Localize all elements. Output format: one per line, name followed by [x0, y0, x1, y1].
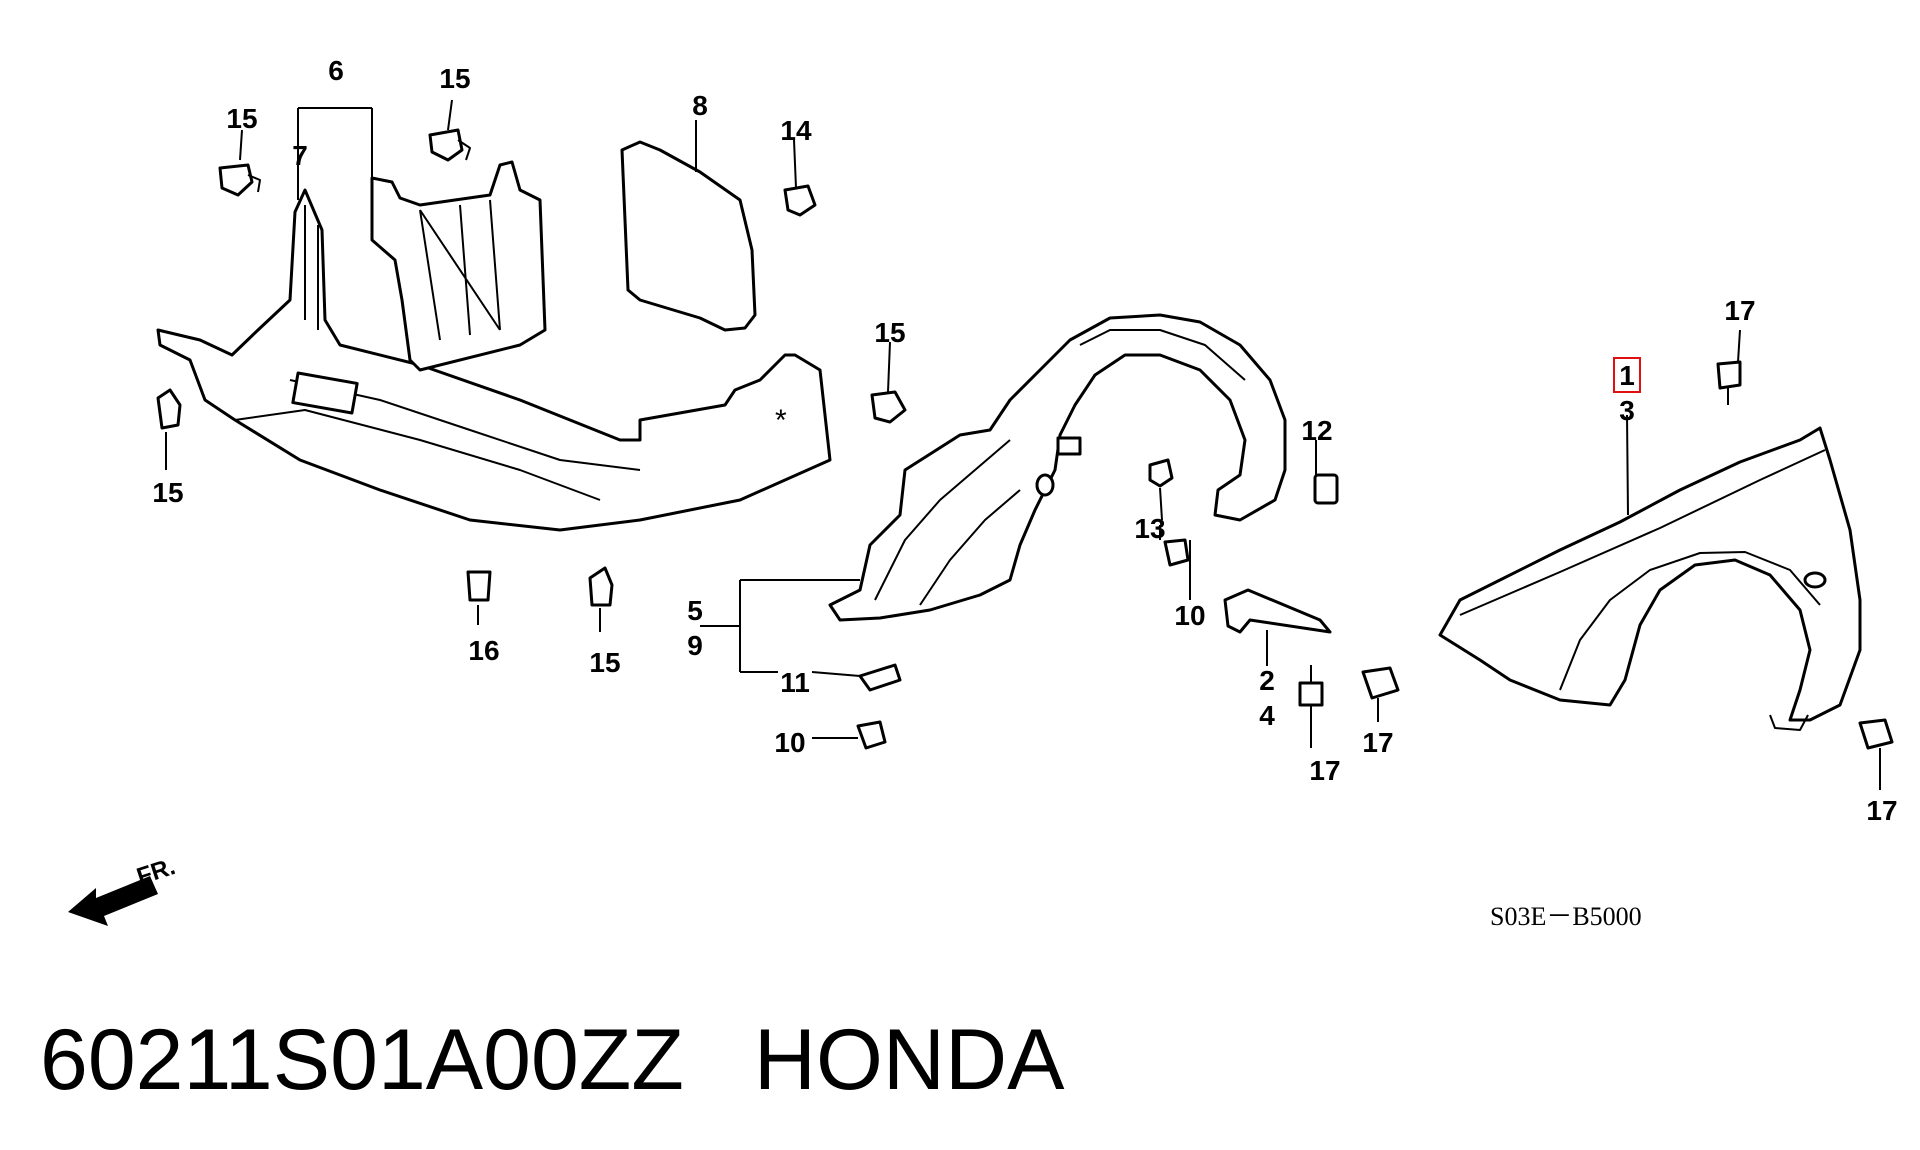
screw-16 [466, 570, 492, 602]
callout-9[interactable]: 9 [687, 630, 703, 661]
under-cover-part: * [156, 188, 832, 532]
clip-15-d [588, 566, 614, 607]
clip-15-a [218, 163, 261, 197]
clip-14 [783, 184, 817, 217]
screw-10-a [1163, 538, 1190, 567]
diagram-code: S03E－B5000 [1490, 902, 1642, 931]
callout-15-top[interactable]: 15 [439, 63, 470, 94]
callout-15-bottom[interactable]: 15 [589, 647, 620, 678]
callout-14[interactable]: 14 [780, 115, 812, 146]
splash-shield-part [370, 160, 547, 372]
bolt-17-c [1298, 665, 1324, 707]
callout-10-right[interactable]: 10 [1174, 600, 1205, 631]
callout-labels: 1 3 6 7 15 15 8 14 15 15 16 15 5 9 11 10… [152, 55, 1897, 826]
callout-6[interactable]: 6 [328, 55, 344, 86]
front-direction-label: FR. [134, 853, 179, 891]
callout-17-right[interactable]: 17 [1866, 795, 1897, 826]
bolt-17-b [1361, 666, 1400, 700]
bolt-17-d [1858, 718, 1894, 750]
callout-13[interactable]: 13 [1134, 513, 1165, 544]
clip-15-c [156, 388, 182, 430]
clip-part-12 [1313, 473, 1339, 505]
svg-text:*: * [775, 404, 787, 437]
callout-10-bottom[interactable]: 10 [774, 727, 805, 758]
leader-lines [165, 99, 1881, 790]
callout-7[interactable]: 7 [292, 140, 308, 171]
fender-liner-part [828, 313, 1287, 622]
callout-15-center[interactable]: 15 [874, 317, 905, 348]
callout-4[interactable]: 4 [1259, 700, 1275, 731]
callout-8[interactable]: 8 [692, 90, 708, 121]
cover-plate-part [620, 140, 757, 332]
part-number: 60211S01A00ZZ [40, 1012, 684, 1108]
bracket-part [1223, 588, 1332, 634]
front-direction-arrow: FR. [68, 853, 179, 926]
callout-16[interactable]: 16 [468, 635, 499, 666]
footer: 60211S01A00ZZ HONDA [40, 1010, 1064, 1110]
callout-17-top[interactable]: 17 [1724, 295, 1755, 326]
callout-5[interactable]: 5 [687, 595, 703, 626]
callout-2[interactable]: 2 [1259, 665, 1275, 696]
callout-3[interactable]: 3 [1619, 395, 1635, 426]
front-fender-part [1438, 426, 1862, 731]
brand-name: HONDA [753, 1012, 1065, 1108]
clip-15-e [870, 390, 907, 424]
callout-1[interactable]: 1 [1619, 360, 1635, 391]
callout-17-low[interactable]: 17 [1309, 755, 1340, 786]
callout-15-left[interactable]: 15 [152, 477, 183, 508]
bolt-17-a [1716, 360, 1742, 405]
nut-part-11 [858, 663, 902, 692]
clip-13 [1148, 458, 1174, 488]
screw-10-b [856, 720, 887, 750]
callout-12[interactable]: 12 [1301, 415, 1332, 446]
highlight-box [1613, 357, 1641, 393]
clip-15-b [428, 128, 471, 162]
callout-17-mid[interactable]: 17 [1362, 727, 1393, 758]
callout-11[interactable]: 11 [780, 667, 810, 698]
callout-15-top-left[interactable]: 15 [226, 103, 257, 134]
